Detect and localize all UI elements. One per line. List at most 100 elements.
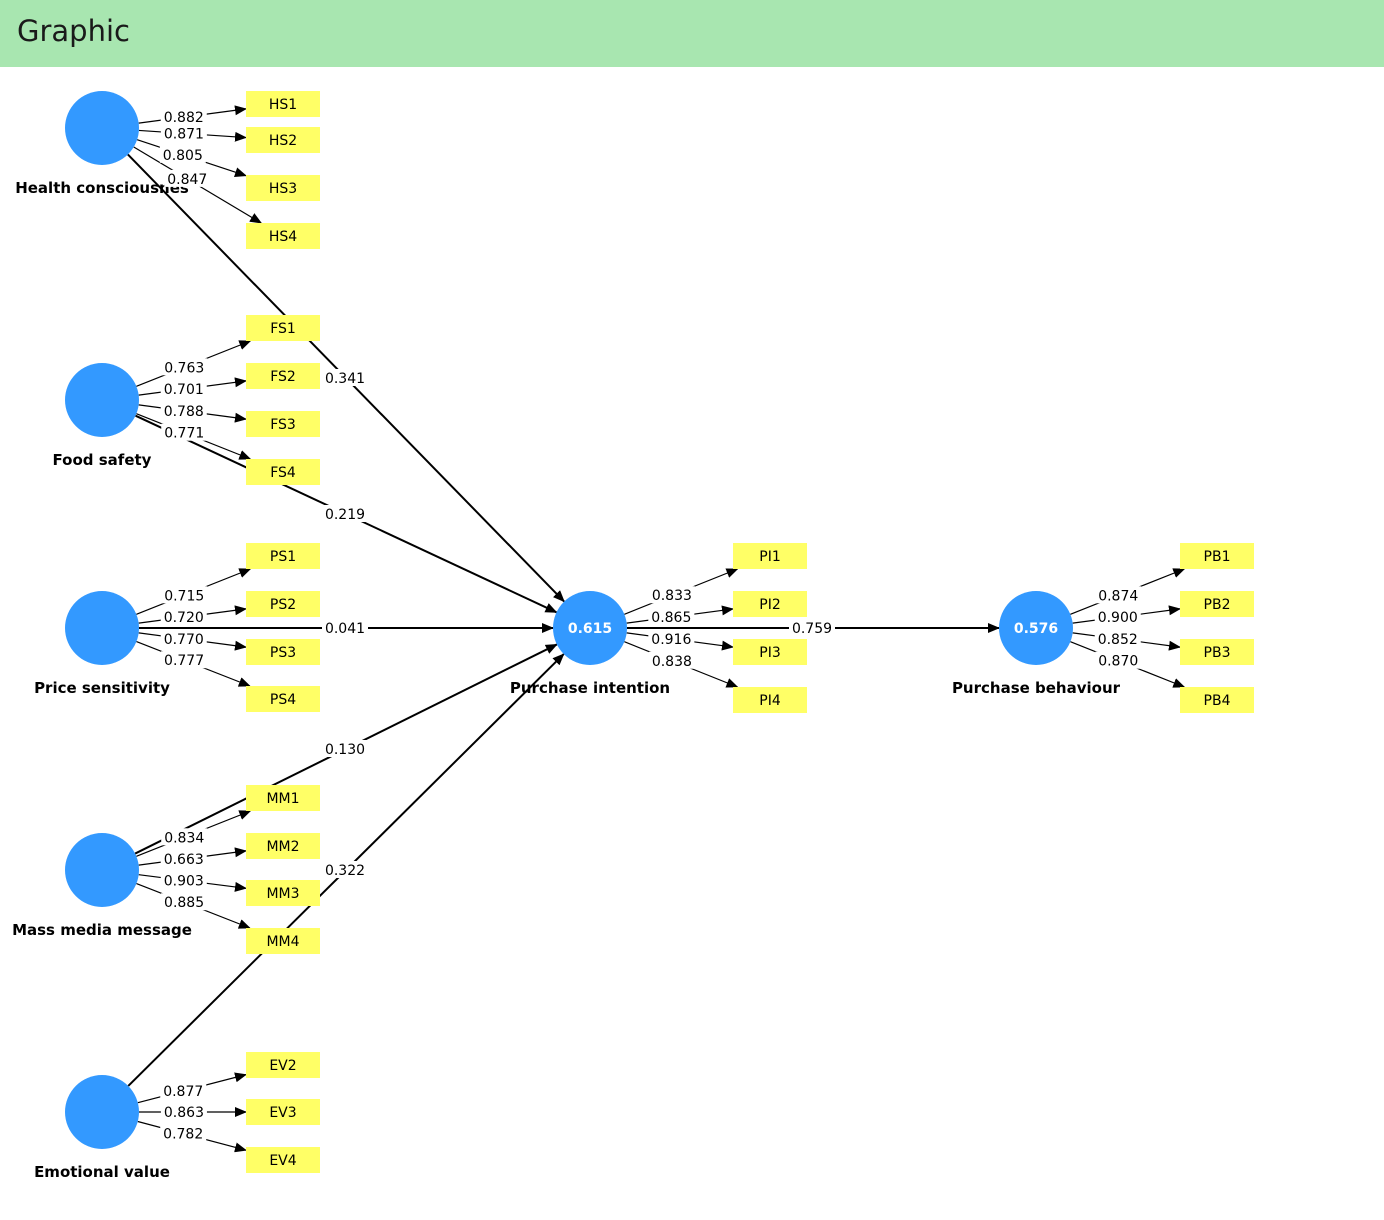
page-title: Graphic xyxy=(17,14,130,48)
indicator-label-pb2: PB2 xyxy=(1204,597,1231,613)
loading-label-bg xyxy=(648,586,695,604)
loading-label-bg xyxy=(160,1103,207,1120)
loading-label-mm1: 0.834 xyxy=(164,830,204,846)
loading-label-bg xyxy=(160,608,207,626)
loading-label-fs3: 0.788 xyxy=(164,404,204,420)
indicator-box-ev4[interactable] xyxy=(246,1147,320,1173)
indicator-box-ps3[interactable] xyxy=(246,639,320,665)
path-coef-mm-pi: 0.130 xyxy=(325,742,365,758)
loading-label-pi1: 0.833 xyxy=(652,588,692,604)
latent-circle-hc[interactable] xyxy=(65,91,139,165)
loading-label-ev3: 0.863 xyxy=(164,1105,204,1121)
indicator-box-fs2[interactable] xyxy=(246,363,320,389)
indicator-label-pi3: PI3 xyxy=(759,645,780,661)
latent-circle-fs[interactable] xyxy=(65,363,139,437)
indicator-label-mm4: MM4 xyxy=(266,934,299,950)
loading-label-mm4: 0.885 xyxy=(164,895,204,911)
indicator-box-ev3[interactable] xyxy=(246,1099,320,1125)
loading-label-mm3: 0.903 xyxy=(164,873,204,889)
indicator-box-pi3[interactable] xyxy=(733,639,807,665)
loading-label-bg xyxy=(160,1124,207,1142)
latent-circle-pi[interactable] xyxy=(553,591,627,665)
indicator-box-mm3[interactable] xyxy=(246,880,320,906)
indicator-box-ps4[interactable] xyxy=(246,686,320,712)
loading-label-bg xyxy=(161,828,208,846)
path-label-bg xyxy=(789,619,835,636)
indicator-label-ev2: EV2 xyxy=(269,1058,296,1074)
loading-label-fs1: 0.763 xyxy=(164,360,204,376)
loading-label-mm2: 0.663 xyxy=(164,852,204,868)
indicator-label-hs4: HS4 xyxy=(269,229,297,245)
indicator-box-hs2[interactable] xyxy=(246,127,320,153)
loading-label-bg xyxy=(1094,608,1141,626)
latent-circle-pb[interactable] xyxy=(999,591,1073,665)
indicator-box-pb3[interactable] xyxy=(1180,639,1254,665)
loading-label-bg xyxy=(164,169,211,187)
loading-label-bg xyxy=(648,629,695,647)
indicator-box-ev2[interactable] xyxy=(246,1052,320,1078)
loading-label-ps3: 0.770 xyxy=(164,632,204,648)
loading-label-ev4: 0.782 xyxy=(163,1127,203,1143)
loading-label-pi3: 0.916 xyxy=(651,632,691,648)
latent-circle-ev[interactable] xyxy=(65,1075,139,1149)
indicator-box-mm2[interactable] xyxy=(246,833,320,859)
header-bar: Graphic xyxy=(0,0,1384,67)
indicator-box-pb1[interactable] xyxy=(1180,543,1254,569)
loading-label-hs3: 0.805 xyxy=(163,148,203,164)
indicator-box-pi4[interactable] xyxy=(733,687,807,713)
loading-label-ev2: 0.877 xyxy=(163,1084,203,1100)
indicator-box-hs3[interactable] xyxy=(246,175,320,201)
indicator-box-mm1[interactable] xyxy=(246,785,320,811)
indicator-label-pb1: PB1 xyxy=(1204,549,1231,565)
indicator-label-ev4: EV4 xyxy=(269,1153,296,1169)
path-label-bg xyxy=(322,740,368,757)
loading-label-ps1: 0.715 xyxy=(164,588,204,604)
path-coef-ev-pi: 0.322 xyxy=(325,863,365,879)
latent-name-hc: Health consciousnes xyxy=(15,179,189,197)
loading-label-bg xyxy=(161,893,208,911)
latent-name-ps: Price sensitivity xyxy=(34,679,170,697)
indicator-box-mm4[interactable] xyxy=(246,928,320,954)
indicator-box-fs3[interactable] xyxy=(246,411,320,437)
loading-label-bg xyxy=(160,124,207,142)
latent-name-pi: Purchase intention xyxy=(510,679,670,697)
indicator-box-ps1[interactable] xyxy=(246,543,320,569)
indicator-box-pi1[interactable] xyxy=(733,543,807,569)
indicator-label-ps1: PS1 xyxy=(270,549,296,565)
loading-label-hs4: 0.847 xyxy=(167,172,207,188)
indicator-label-pi1: PI1 xyxy=(759,549,780,565)
indicator-box-pi2[interactable] xyxy=(733,591,807,617)
indicator-box-fs4[interactable] xyxy=(246,459,320,485)
indicator-label-pb4: PB4 xyxy=(1204,693,1231,709)
indicator-box-ps2[interactable] xyxy=(246,591,320,617)
indicator-box-hs4[interactable] xyxy=(246,223,320,249)
indicator-label-pb3: PB3 xyxy=(1204,645,1231,661)
loading-label-bg xyxy=(160,850,207,868)
indicator-box-hs1[interactable] xyxy=(246,91,320,117)
loading-label-bg xyxy=(160,629,207,647)
loading-label-bg xyxy=(1095,651,1142,669)
latent-circle-ps[interactable] xyxy=(65,591,139,665)
indicator-label-hs3: HS3 xyxy=(269,181,297,197)
latent-circle-mm[interactable] xyxy=(65,833,139,907)
indicator-label-pi2: PI2 xyxy=(759,597,780,613)
latent-name-fs: Food safety xyxy=(53,451,152,469)
r-squared-pi: 0.615 xyxy=(568,621,612,637)
loading-label-pb2: 0.900 xyxy=(1098,610,1138,626)
indicator-box-fs1[interactable] xyxy=(246,315,320,341)
indicator-box-pb2[interactable] xyxy=(1180,591,1254,617)
loading-label-pi4: 0.838 xyxy=(652,654,692,670)
loading-label-bg xyxy=(161,358,208,376)
path-label-bg xyxy=(322,505,368,522)
loading-label-pb4: 0.870 xyxy=(1098,654,1138,670)
indicator-label-ps2: PS2 xyxy=(270,597,296,613)
latent-name-mm: Mass media message xyxy=(12,921,192,939)
indicator-label-fs4: FS4 xyxy=(270,465,296,481)
loading-label-bg xyxy=(648,651,695,669)
latent-name-pb: Purchase behaviour xyxy=(952,679,1121,697)
loading-label-bg xyxy=(160,871,207,889)
indicator-box-pb4[interactable] xyxy=(1180,687,1254,713)
indicator-label-ps4: PS4 xyxy=(270,692,296,708)
indicator-label-ev3: EV3 xyxy=(269,1105,296,1121)
